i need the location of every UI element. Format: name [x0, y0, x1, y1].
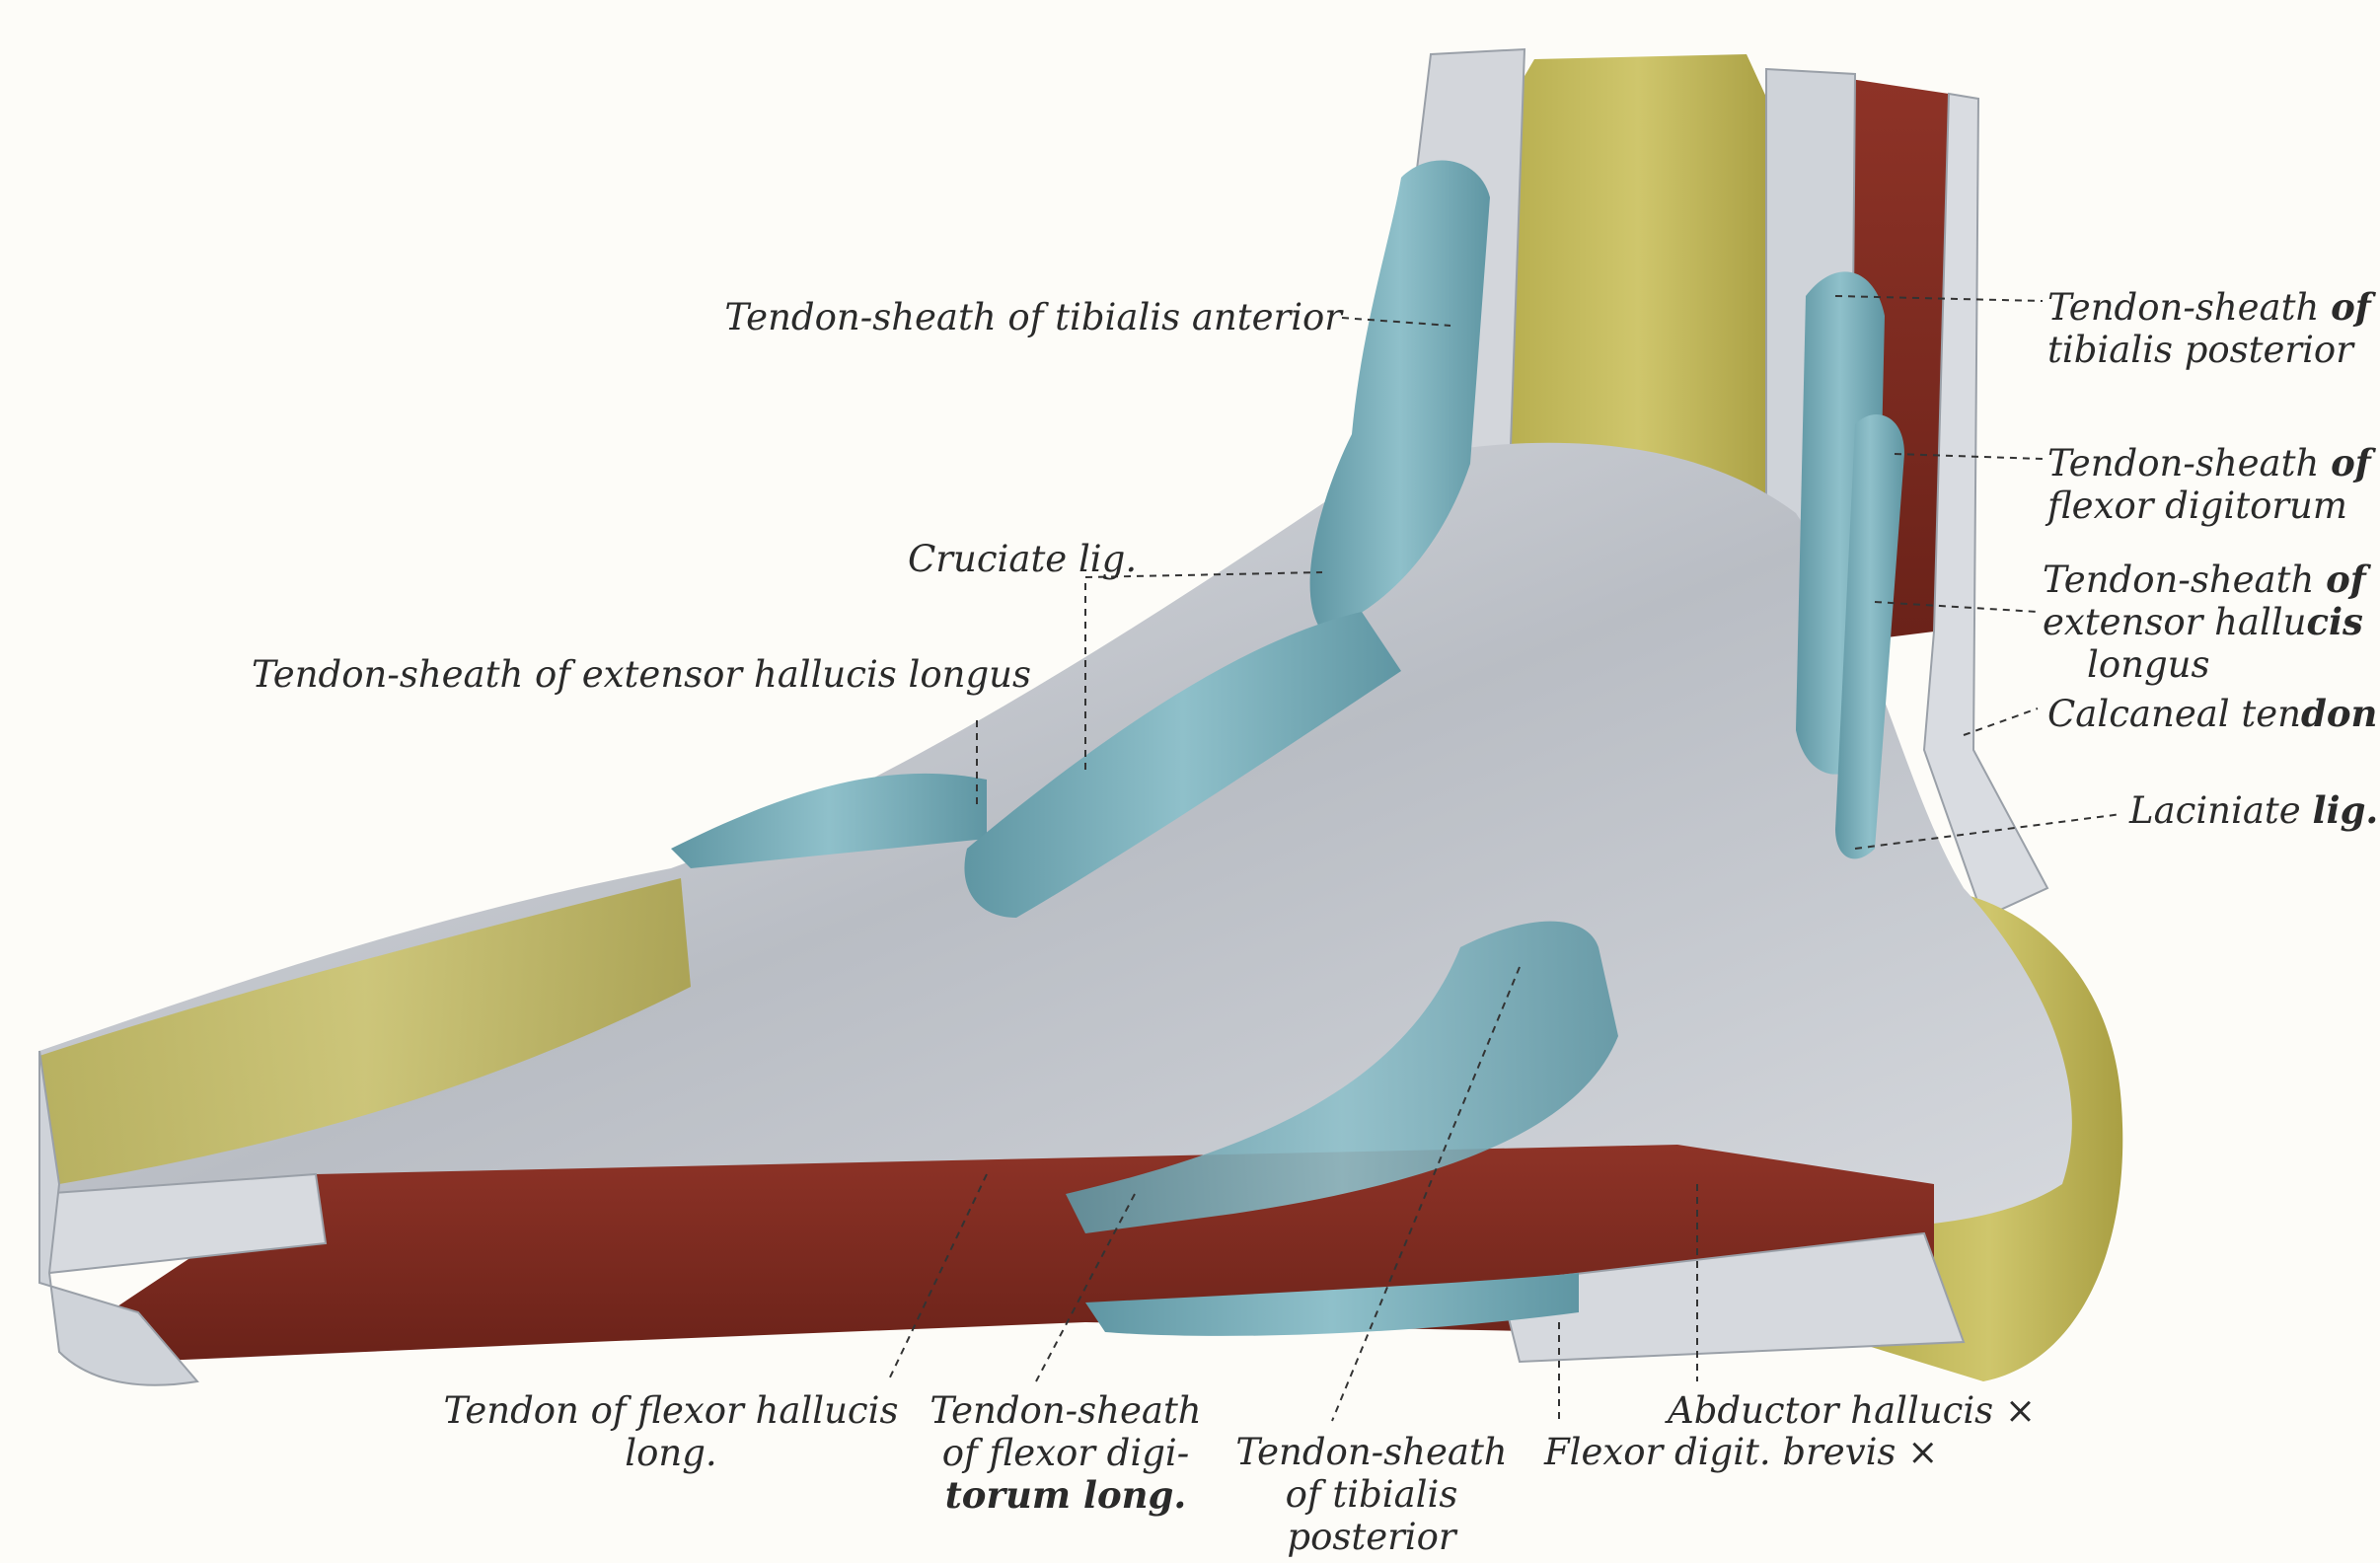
- label-calcaneal-tendon: Calcaneal tendon: [2047, 692, 2378, 736]
- label-cruciate-lig: Cruciate lig.: [908, 538, 1138, 580]
- label-fd-line1: Tendon-sheath: [2047, 442, 2320, 484]
- label-calcaneal-a: Calcaneal ten: [2047, 693, 2301, 735]
- toe-tip: [38, 1050, 199, 1386]
- label-tendon-sheath-fdl: Tendon-sheath of flexor digi- torum long…: [918, 1389, 1214, 1517]
- label-laciniate-a: Laciniate: [2129, 789, 2301, 832]
- label-ehl-r-line2: extensor hallu: [2043, 601, 2307, 643]
- label-tendon-sheath-ehl-left: Tendon-sheath of extensor hallucis longu…: [252, 653, 1031, 696]
- label-fd-line1-bold: of: [2331, 441, 2371, 484]
- label-fdb-mark: ×: [1907, 1431, 1939, 1473]
- label-fhl-line1: Tendon of flexor hallucis: [443, 1389, 899, 1432]
- sheath-ehl-dorsal: [671, 773, 987, 868]
- sheath-sole-long: [1066, 921, 1618, 1233]
- label-tp-line2: tibialis posterior: [2047, 329, 2353, 371]
- label-ehl-r-line1: Tendon-sheath: [2043, 558, 2315, 601]
- label-fdl-line1: Tendon-sheath: [930, 1389, 1202, 1432]
- sheath-sole-lower: [1085, 1273, 1579, 1336]
- label-laciniate-b: lig.: [2312, 788, 2379, 832]
- label-abductor-mark: ×: [2004, 1389, 2036, 1432]
- label-tendon-sheath-tibialis-posterior-bottom: Tendon-sheath of tibialis posterior: [1224, 1431, 1520, 1558]
- label-tendon-sheath-ehl-right: Tendon-sheath of extensor hallucis longu…: [2043, 558, 2366, 687]
- label-tendon-sheath-tibialis-posterior: Tendon-sheath of tibialis posterior: [2047, 285, 2371, 372]
- label-calcaneal-b: don: [2300, 692, 2378, 735]
- label-flexor-digit-brevis: Flexor digit. brevis ×: [1544, 1431, 1938, 1473]
- sheath-tibialis-anterior: [1309, 160, 1490, 632]
- label-fdb-text: Flexor digit. brevis: [1544, 1431, 1897, 1473]
- metatarsal-bone: [39, 878, 691, 1184]
- sheath-flexor-digitorum: [1835, 414, 1904, 859]
- sheath-ehl-oblique: [964, 612, 1401, 918]
- label-tpb-line2: of tibialis: [1285, 1473, 1458, 1516]
- label-abductor-hallucis: Abductor hallucis ×: [1668, 1389, 2036, 1432]
- label-ehl-r-line2-bold: cis: [2306, 600, 2363, 643]
- label-fdl-line3: torum long.: [944, 1473, 1187, 1517]
- label-tpb-line1: Tendon-sheath: [1235, 1431, 1508, 1473]
- label-tendon-sheath-tibialis-anterior: Tendon-sheath of tibialis anterior: [724, 296, 1342, 338]
- label-tp-line1-bold: of: [2331, 285, 2371, 329]
- label-tp-line1: Tendon-sheath: [2047, 286, 2320, 329]
- flexor-digit-brevis: [1498, 1231, 1966, 1364]
- label-tpb-line3: posterior: [1287, 1516, 1456, 1558]
- label-ehl-r-line1-bold: of: [2326, 558, 2366, 601]
- label-laciniate-lig: Laciniate lig.: [2129, 788, 2379, 833]
- label-tendon-sheath-flexor-digitorum: Tendon-sheath of flexor digitorum: [2047, 441, 2371, 528]
- label-fhl-line2: long.: [625, 1432, 717, 1474]
- label-abductor-text: Abductor hallucis: [1668, 1389, 1994, 1432]
- label-tendon-flexor-hallucis-long: Tendon of flexor hallucis long.: [434, 1389, 908, 1474]
- leader-lines: [887, 295, 2122, 1422]
- label-ehl-r-line3: longus: [2087, 643, 2210, 686]
- label-fdl-line2: of flexor digi-: [941, 1432, 1190, 1474]
- label-fd-line2: flexor digitorum: [2047, 484, 2347, 527]
- tibia-bone: [1500, 54, 1776, 493]
